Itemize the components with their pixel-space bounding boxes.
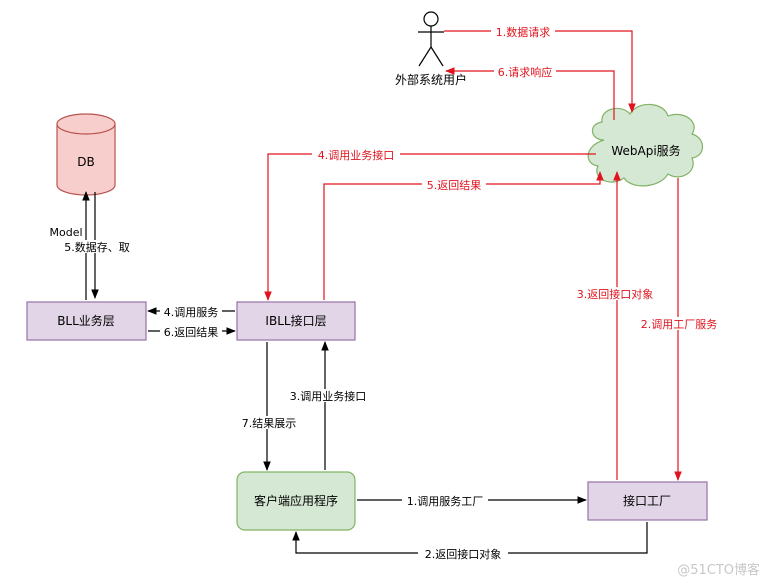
factory-node: 接口工厂 — [587, 481, 708, 521]
label-call-business-interface-red: 4.调用业务接口 — [318, 149, 395, 162]
client-app-node: 客户端应用程序 — [236, 471, 356, 531]
webapi-label: WebApi服务 — [611, 143, 680, 158]
factory-label: 接口工厂 — [623, 493, 671, 508]
label-data-request: 1.数据请求 — [496, 25, 551, 39]
db-cylinder: DB — [56, 113, 116, 196]
label-db-store-fetch: 5.数据存、取 — [64, 240, 130, 254]
label-call-business-interface-black: 3.调用业务接口 — [290, 390, 367, 403]
label-model: Model — [49, 226, 82, 239]
webapi-service-node: WebApi服务 — [587, 103, 704, 187]
bll-label: BLL业务层 — [57, 313, 115, 328]
watermark-text: @51CTO博客 — [677, 562, 760, 578]
label-return-result-red: 5.返回结果 — [427, 179, 482, 192]
external-user-actor: 外部系统用户 — [395, 11, 467, 87]
client-label: 客户端应用程序 — [254, 493, 338, 508]
label-call-factory-service: 2.调用工厂服务 — [641, 318, 718, 331]
label-return-interface-object-red: 3.返回接口对象 — [577, 287, 654, 301]
user-label: 外部系统用户 — [395, 72, 467, 87]
label-call-service: 4.调用服务 — [164, 306, 219, 319]
ibll-layer-node: IBLL接口层 — [236, 301, 356, 341]
ibll-label: IBLL接口层 — [265, 313, 326, 328]
label-return-interface-object-black: 2.返回接口对象 — [425, 547, 502, 561]
label-return-result-black: 6.返回结果 — [164, 326, 219, 339]
label-call-service-factory: 1.调用服务工厂 — [407, 495, 484, 508]
db-label: DB — [77, 155, 94, 169]
label-request-response: 6.请求响应 — [498, 65, 553, 79]
bll-layer-node: BLL业务层 — [26, 301, 147, 341]
edge-call-business-interface-red — [264, 153, 596, 301]
label-display-result: 7.结果展示 — [242, 417, 297, 430]
